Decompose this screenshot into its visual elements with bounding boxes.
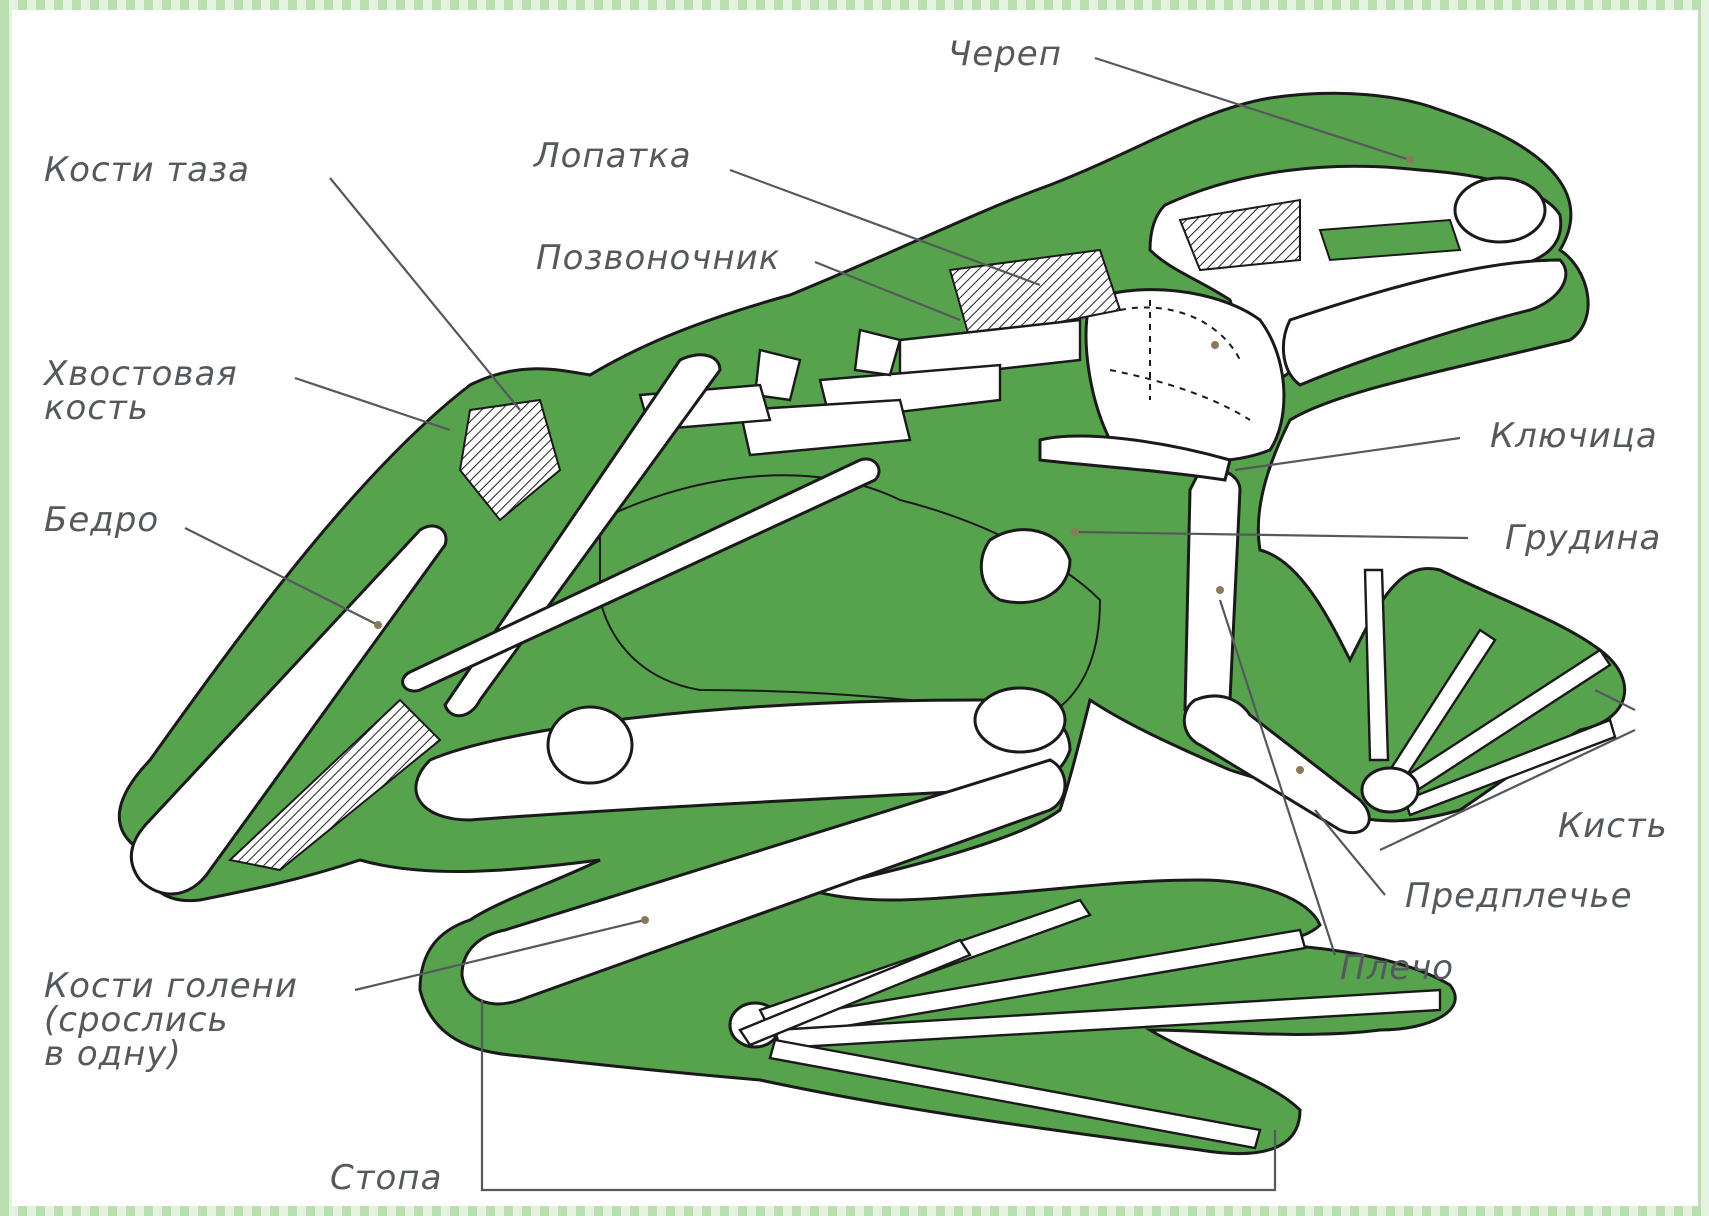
- label-spine: Позвоночник: [536, 240, 780, 276]
- knee-joint: [975, 688, 1065, 752]
- label-pelvis: Кости таза: [44, 152, 250, 188]
- label-clavicle: Ключица: [1490, 418, 1658, 454]
- label-shoulder: Плечо: [1340, 950, 1454, 986]
- label-shin-line1: Кости голени: [44, 968, 298, 1004]
- sternum-bone: [981, 530, 1070, 603]
- eye-socket: [1455, 178, 1545, 242]
- label-foot: Стопа: [330, 1160, 442, 1196]
- label-skull: Череп: [948, 36, 1062, 72]
- label-shin-line3: в одну): [44, 1036, 182, 1072]
- frog-skeleton-diagram: [12, 10, 1698, 1206]
- humerus-bone: [1185, 469, 1240, 726]
- label-femur: Бедро: [44, 502, 159, 538]
- label-hand: Кисть: [1558, 808, 1668, 844]
- label-shin-line2: (срослись: [44, 1002, 229, 1038]
- scapula-bone: [1086, 290, 1284, 461]
- label-sternum: Грудина: [1505, 520, 1661, 556]
- hip-joint: [548, 707, 632, 783]
- label-forearm: Предплечье: [1405, 878, 1633, 914]
- label-tail-bone-line1: Хвостовая: [44, 356, 238, 392]
- label-tail-bone-line2: кость: [44, 390, 149, 426]
- label-scapula: Лопатка: [534, 138, 692, 174]
